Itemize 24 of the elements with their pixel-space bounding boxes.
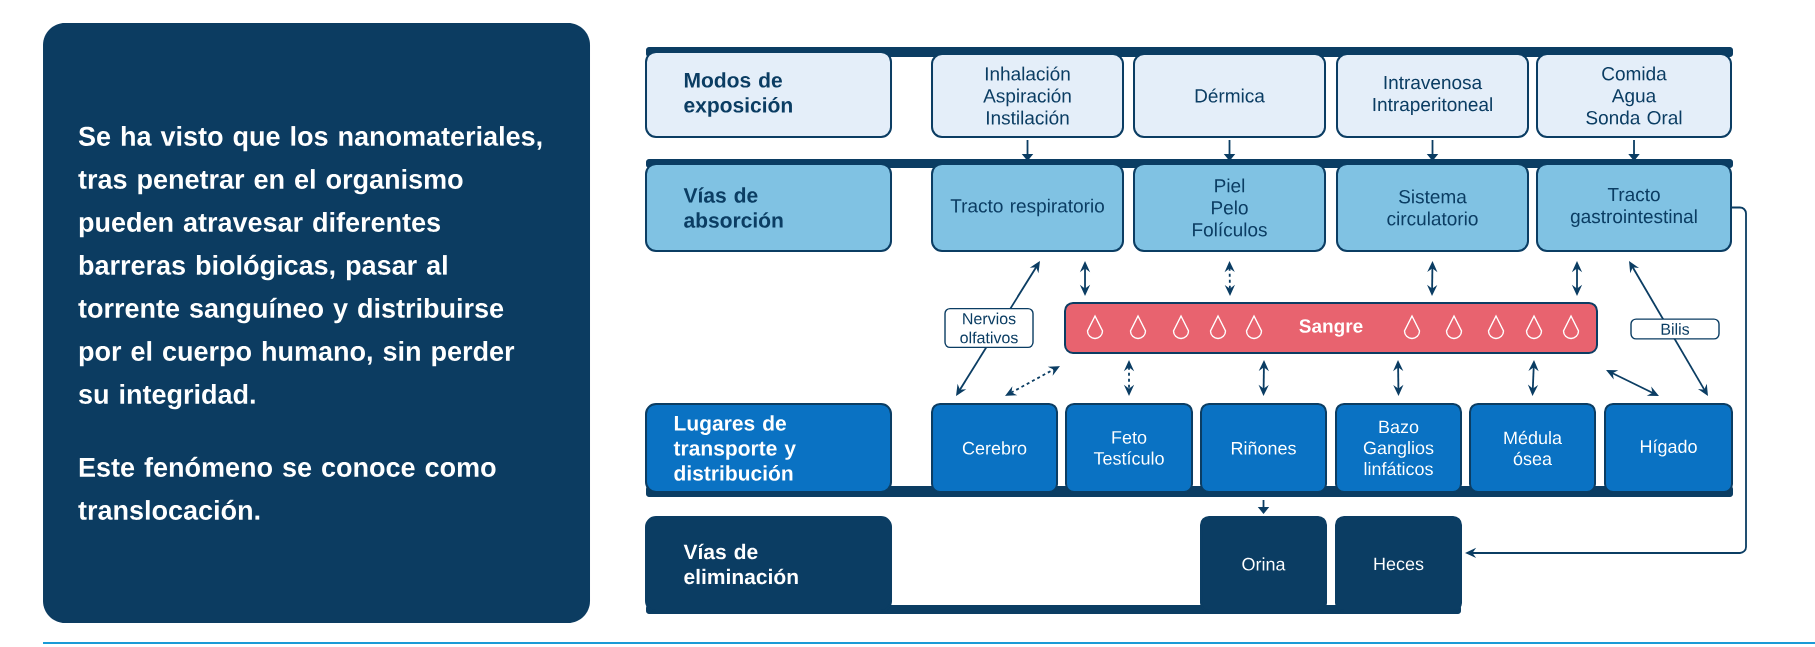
exposure-box: Comida Agua Sonda Oral bbox=[1536, 53, 1732, 138]
text-panel: Se ha visto que los nanomateriales, tras penetrar en el organismo pueden atravesar diferentes barreras biológicas, pasar al torrente sanguíneo y distribuirse por el cuerpo humano, sin perder su integridad. Este fenómeno se conoce como translocación. bbox=[43, 23, 590, 623]
row-header: Modos de exposición bbox=[645, 51, 892, 138]
edge-label: Bilis bbox=[1630, 318, 1720, 340]
site-box: Hígado bbox=[1604, 403, 1733, 493]
absorption-box: Tracto respiratorio bbox=[931, 163, 1124, 252]
row-header: Vías de absorción bbox=[645, 163, 892, 252]
blood-band: Sangre bbox=[1064, 302, 1598, 354]
row-header: Lugares de transporte y distribución bbox=[645, 403, 892, 493]
site-box: Médula ósea bbox=[1469, 403, 1596, 493]
site-box: Riñones bbox=[1200, 403, 1327, 493]
row-header: Vías de eliminación bbox=[645, 516, 892, 612]
absorption-box: Piel Pelo Folículos bbox=[1133, 163, 1326, 252]
edge-label: Nervios olfativos bbox=[944, 307, 1034, 349]
site-box: Bazo Ganglios linfáticos bbox=[1335, 403, 1462, 493]
exposure-box: Inhalación Aspiración Instilación bbox=[931, 53, 1124, 138]
exposure-box: Dérmica bbox=[1133, 53, 1326, 138]
site-box: Cerebro bbox=[931, 403, 1058, 493]
site-box: Feto Testículo bbox=[1065, 403, 1193, 493]
exposure-box: Intravenosa Intraperitoneal bbox=[1336, 53, 1529, 138]
absorption-box: Sistema circulatorio bbox=[1336, 163, 1529, 252]
absorption-box: Tracto gastrointestinal bbox=[1536, 163, 1732, 252]
elimination-box: Heces bbox=[1335, 516, 1462, 612]
elimination-box: Orina bbox=[1200, 516, 1327, 612]
